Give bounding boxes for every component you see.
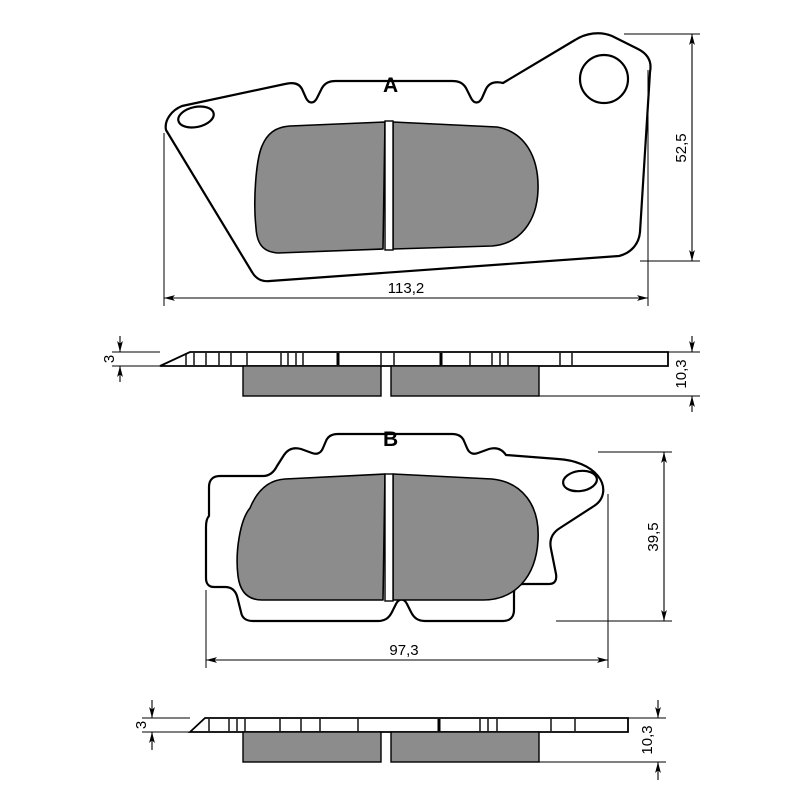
pad-a-friction-right (392, 121, 539, 250)
pad-a-mounting-hole-right (578, 53, 630, 105)
pad-a-side-view (159, 351, 672, 397)
pad-b-backplate-thickness-dimension: 3 (133, 700, 190, 750)
pad-b-mounting-slot-right (562, 469, 598, 493)
pad-b-friction-groove (384, 473, 394, 602)
pad-b-friction-side-left (242, 731, 382, 763)
pad-a-mounting-slot-left (177, 105, 215, 129)
pad-a-width-dimension: 113,2 (163, 70, 649, 306)
pad-b-total-thickness-value: 10,3 (639, 725, 656, 754)
pad-a-friction-groove (384, 120, 394, 251)
pad-b-friction-right (392, 473, 539, 601)
pad-b-width-value: 97,3 (389, 642, 418, 659)
pad-a-friction-left (254, 121, 386, 254)
pad-b-backplate-thickness-value: 3 (133, 721, 150, 729)
pad-b-backplate-side (187, 717, 629, 733)
pad-b-friction-left (236, 473, 386, 601)
pad-b-total-thickness-dimension: 10,3 (628, 700, 666, 780)
pad-a-friction-side-right (390, 365, 540, 397)
pad-a-backplate-hatching (185, 353, 573, 365)
pad-a-total-thickness-dimension: 10,3 (668, 336, 700, 412)
pad-a-friction-side-left (242, 365, 382, 397)
pad-a-total-thickness-value: 10,3 (673, 359, 690, 388)
pad-a-width-value: 113,2 (388, 280, 424, 297)
pad-a-backplate-thickness-value: 3 (101, 355, 118, 363)
pad-b-front-view: B (204, 428, 605, 623)
pad-a-label: A (383, 74, 398, 97)
pad-b-backplate-hatching (208, 719, 576, 731)
pad-b-width-dimension: 97,3 (205, 494, 609, 668)
pad-b-label: B (383, 428, 398, 451)
pad-a-height-dimension: 52,5 (624, 33, 700, 262)
pad-b-friction-side-right (390, 731, 540, 763)
pad-a-height-value: 52,5 (673, 133, 690, 162)
pad-a-backplate-thickness-dimension: 3 (101, 336, 160, 382)
pad-a-front-view: A (164, 32, 652, 283)
pad-b-height-value: 39,5 (645, 522, 662, 551)
pad-a-backplate-side (159, 351, 669, 367)
pad-b-height-dimension: 39,5 (556, 451, 672, 622)
pad-b-side-view (187, 717, 634, 763)
